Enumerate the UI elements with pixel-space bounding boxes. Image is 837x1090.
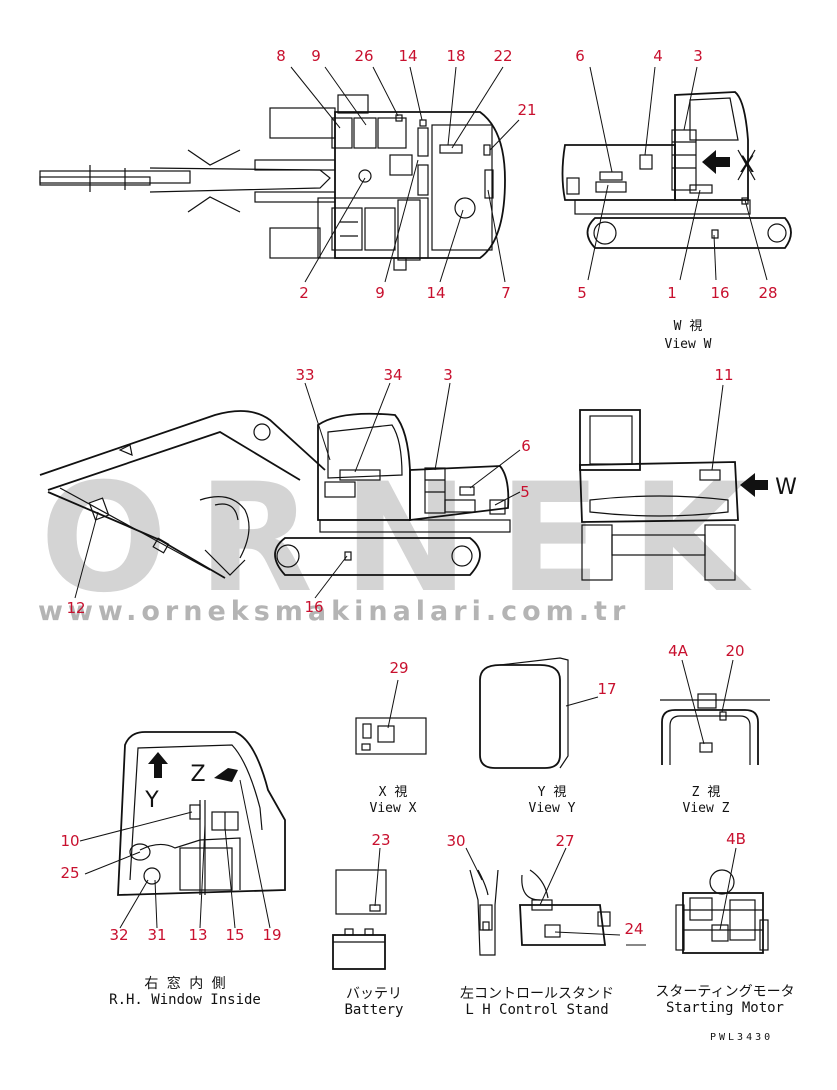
top-view-leaders (290, 66, 520, 283)
callout: 19 (262, 926, 281, 944)
callout: 4B (726, 830, 746, 848)
drawing-code: PWL3430 (710, 1032, 773, 1043)
callout: 3 (443, 366, 453, 384)
callout: 12 (66, 599, 85, 617)
caption-view-y-jp: Y 視 (538, 785, 567, 800)
caption-view-z-jp: Z 視 (692, 785, 721, 800)
view-w-drawing (561, 91, 792, 249)
callout: 22 (493, 47, 512, 65)
callout: 18 (446, 47, 465, 65)
view-y-drawing (479, 657, 569, 769)
callout: 14 (426, 284, 445, 302)
top-view-callouts: 8 9 26 14 18 22 21 2 9 14 7 (276, 47, 536, 302)
side-view-drawing (39, 410, 511, 579)
callout: 11 (714, 366, 733, 384)
side-view-leaders (74, 382, 521, 599)
callout: 5 (577, 284, 587, 302)
caption-window-en: R.H. Window Inside (109, 992, 261, 1008)
starting-motor-drawing (675, 869, 769, 954)
caption-view-z-en: View Z (683, 801, 730, 816)
callout: 28 (758, 284, 777, 302)
callout: 3 (693, 47, 703, 65)
callout: 26 (354, 47, 373, 65)
callout: 14 (398, 47, 417, 65)
watermark-url: www.orneksmakinalari.com.tr (38, 596, 630, 627)
view-w-letter-x: X (739, 153, 754, 178)
callout: 8 (276, 47, 286, 65)
callout: 10 (60, 832, 79, 850)
direction-label-z: Z (190, 762, 205, 787)
caption-stand-jp: 左コントロールスタンド (460, 986, 614, 1002)
caption-motor-jp: スターティングモータ (655, 984, 794, 1000)
callout: 9 (311, 47, 321, 65)
window-callouts: 10 25 32 31 13 15 19 (60, 832, 281, 944)
direction-label-x: X (739, 153, 754, 178)
callout: 21 (517, 101, 536, 119)
callout: 29 (389, 659, 408, 677)
callout: 31 (147, 926, 166, 944)
callout: 1 (667, 284, 677, 302)
callout: 32 (109, 926, 128, 944)
rear-view-drawing (579, 409, 768, 581)
callout: 13 (188, 926, 207, 944)
callout: 24 (624, 920, 643, 938)
callout: 25 (60, 864, 79, 882)
view-w-leaders (587, 66, 768, 281)
callout: 7 (501, 284, 511, 302)
control-stand-drawing (469, 869, 611, 956)
caption-stand-en: L H Control Stand (465, 1002, 608, 1018)
callout: 16 (304, 598, 323, 616)
caption-motor-en: Starting Motor (666, 1000, 784, 1016)
window-leaders (79, 779, 271, 929)
callout: 4A (668, 642, 689, 660)
callout: 16 (710, 284, 729, 302)
caption-window-jp: 右 窓 内 側 (144, 975, 225, 992)
window-drawing (117, 731, 286, 896)
callout: 15 (225, 926, 244, 944)
callout: 33 (295, 366, 314, 384)
caption-view-x-jp: X 視 (379, 785, 408, 800)
callout: 20 (725, 642, 744, 660)
caption-view-y-en: View Y (529, 801, 576, 816)
callout: 4 (653, 47, 663, 65)
callout: 27 (555, 832, 574, 850)
callout: 2 (299, 284, 309, 302)
callout: 17 (597, 680, 616, 698)
callout: 6 (575, 47, 585, 65)
battery-drawing (332, 869, 387, 970)
callout: 5 (520, 483, 530, 501)
caption-battery-jp: バッテリ (346, 986, 402, 1002)
caption-view-w-en: View W (665, 337, 712, 352)
side-view-callouts: 33 34 3 6 5 12 16 (66, 366, 530, 617)
caption-view-w-jp: W 視 (674, 319, 703, 334)
top-view-drawing (39, 94, 506, 271)
watermark: ORNEK www.orneksmakinalari.com.tr (38, 452, 747, 627)
direction-label-w: W (775, 475, 797, 500)
callout: 34 (383, 366, 402, 384)
view-x-drawing (355, 717, 427, 755)
callout: 6 (521, 437, 531, 455)
callout: 23 (371, 831, 390, 849)
callout: 9 (375, 284, 385, 302)
view-z-drawing (660, 693, 770, 765)
view-w-callouts: 6 4 3 5 1 16 28 (575, 47, 777, 302)
caption-view-x-en: View X (370, 801, 417, 816)
direction-label-y: Y (144, 788, 159, 813)
caption-battery-en: Battery (344, 1002, 403, 1018)
callout: 30 (446, 832, 465, 850)
